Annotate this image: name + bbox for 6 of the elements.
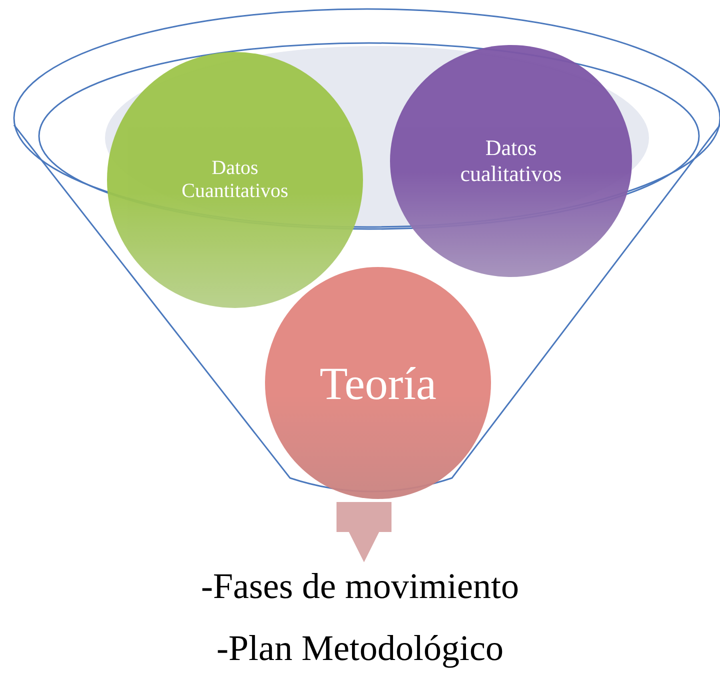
circle-label: Datos Cuantitativos [180, 157, 290, 203]
list-item: -Fases de movimiento [200, 565, 520, 608]
arrow [336, 502, 392, 562]
list-item: -Plan Metodológico [216, 627, 504, 670]
circle-label: Datos cualitativos [459, 135, 563, 187]
circle-label: Teoría [320, 356, 436, 410]
